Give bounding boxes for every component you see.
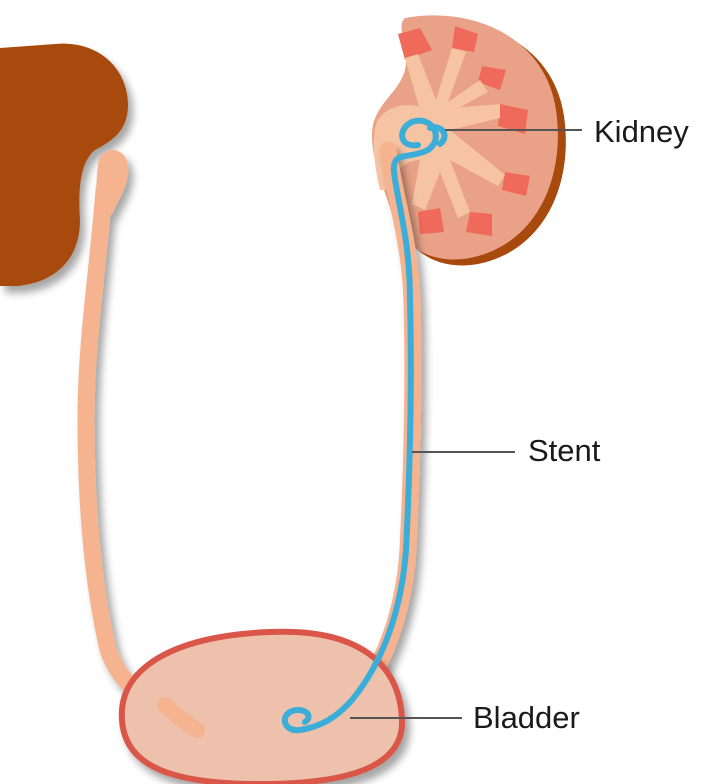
renal-pyramid <box>466 212 492 236</box>
stent-label: Stent <box>528 433 601 468</box>
bladder-label: Bladder <box>473 700 580 735</box>
left-ureter <box>86 150 195 730</box>
kidney-label: Kidney <box>594 114 689 149</box>
renal-pyramid <box>418 208 444 234</box>
